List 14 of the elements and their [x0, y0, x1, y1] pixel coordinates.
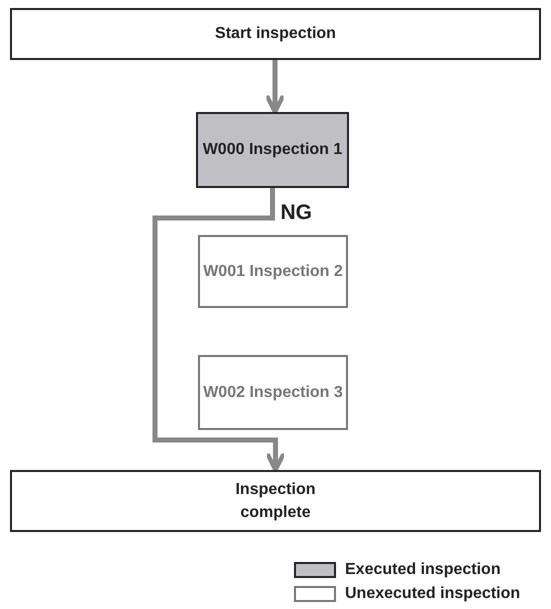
- process-box: [198, 235, 348, 308]
- arrow: [152, 188, 286, 472]
- start-box: [10, 8, 541, 60]
- arrow: [264, 60, 286, 114]
- legend-label: Unexecuted inspection: [345, 586, 520, 602]
- node-label: Inspection complete: [234, 480, 316, 523]
- node-label: W000 Inspection 1: [202, 140, 342, 160]
- legend-label: Executed inspection: [345, 562, 501, 578]
- end-box: [10, 470, 541, 532]
- node-label: W001 Inspection 2: [203, 262, 343, 282]
- node-label: Start inspection: [215, 24, 336, 44]
- process-box: [196, 112, 349, 188]
- process-box: [198, 355, 348, 430]
- node-label: W002 Inspection 3: [203, 382, 343, 403]
